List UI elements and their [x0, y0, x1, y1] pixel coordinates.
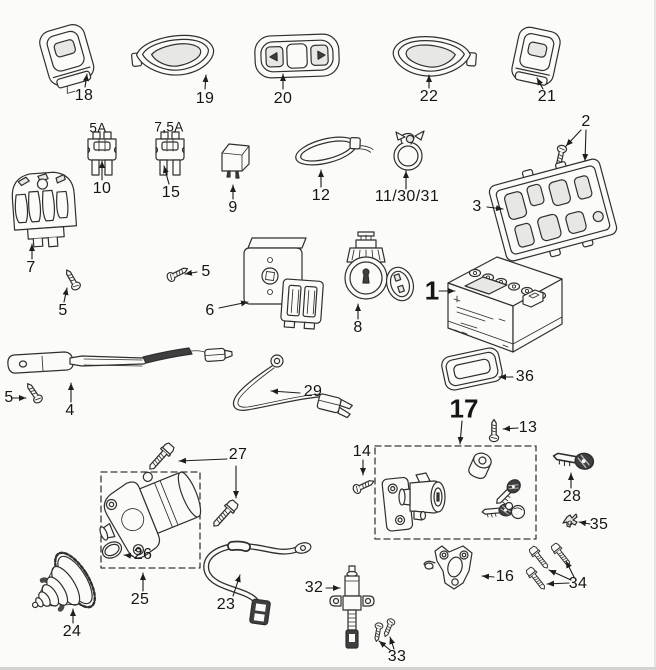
part-23-starter-cable	[203, 540, 312, 626]
callout-22: 22	[419, 88, 439, 105]
part-25-starter-motor	[99, 471, 202, 559]
callout-20: 20	[273, 90, 293, 107]
part-17-lock-assembly	[381, 472, 446, 532]
callout-26: 26	[133, 546, 153, 563]
part-19-switch-housing	[131, 34, 215, 76]
page-edge-right	[654, 0, 656, 670]
label-fuse-rating-5a: 5A	[89, 120, 107, 136]
part-28-key	[551, 447, 596, 472]
part-5-screw-c	[23, 380, 45, 406]
part-16-bracket	[423, 545, 473, 590]
callout-15: 15	[161, 184, 181, 201]
part-20-turn-signal-switch	[254, 33, 340, 79]
callout-16: 16	[495, 568, 515, 585]
callout-35: 35	[589, 516, 609, 533]
part-21-handlebar-switch	[511, 26, 561, 86]
box-25-starter	[100, 471, 201, 569]
callout-28: 28	[562, 488, 582, 505]
callout-36: 36	[515, 368, 535, 385]
part-5-screw-a	[62, 267, 83, 293]
part-8-ignition-switch-body	[344, 231, 415, 302]
part-9-relay	[221, 143, 250, 179]
part-24-starter-gear	[31, 551, 96, 612]
part-26-o-ring	[101, 541, 123, 559]
part-12-cable-tie	[295, 136, 374, 166]
page-edge-bottom	[0, 667, 656, 670]
callout-14: 14	[352, 443, 372, 460]
part-4-ground-strap	[7, 347, 233, 374]
callout-5-b: 5	[201, 263, 211, 280]
part-32-brake-light-switch	[329, 565, 375, 649]
callout-12: 12	[311, 187, 331, 204]
callout-32: 32	[304, 579, 324, 596]
callout-23: 23	[216, 596, 236, 613]
label-fuse-rating-7-5a: 7,5A	[154, 119, 184, 135]
callout-8: 8	[353, 319, 363, 336]
callout-6: 6	[205, 302, 215, 319]
callout-10: 10	[92, 180, 112, 197]
part-3-battery-tray	[488, 158, 618, 262]
callout-17: 17	[449, 393, 479, 424]
part-22-switch-housing	[392, 36, 477, 77]
callout-4: 4	[65, 402, 75, 419]
part-6-cdi-unit	[243, 237, 324, 330]
callout-25: 25	[130, 591, 150, 608]
part-14-screw	[351, 476, 377, 496]
part-17-barrel-cap	[468, 452, 492, 480]
part-13-screw	[488, 418, 500, 443]
callout-27: 27	[228, 446, 248, 463]
callout-arrows	[12, 73, 591, 651]
callout-11-30-31: 11/30/31	[374, 188, 440, 205]
callout-13: 13	[518, 419, 538, 436]
part-29-lead-wire	[232, 354, 353, 419]
part-7-voltage-regulator	[11, 171, 78, 248]
part-15-fuse-7-5a	[155, 131, 185, 176]
box-17-lock-set	[374, 445, 537, 540]
part-17-keys	[480, 476, 526, 520]
callout-5-a: 5	[58, 302, 68, 319]
callout-24: 24	[62, 623, 82, 640]
callout-7: 7	[26, 259, 36, 276]
part-1-battery	[447, 256, 563, 353]
part-35-clip	[562, 513, 578, 528]
part-18-handlebar-switch	[39, 24, 95, 94]
callout-29: 29	[303, 383, 323, 400]
callout-21: 21	[537, 88, 557, 105]
callout-3: 3	[472, 198, 482, 215]
callout-19: 19	[195, 90, 215, 107]
part-33-screws	[371, 617, 397, 643]
callout-1: 1	[424, 275, 440, 306]
callout-5-c: 5	[4, 389, 14, 406]
callout-18: 18	[74, 87, 94, 104]
callout-9: 9	[228, 199, 238, 216]
part-11-30-31-hose-clamp	[393, 130, 425, 171]
callout-33: 33	[387, 648, 407, 665]
callout-34: 34	[568, 575, 588, 592]
part-36-battery-pad	[441, 347, 503, 391]
callout-2: 2	[581, 113, 591, 130]
